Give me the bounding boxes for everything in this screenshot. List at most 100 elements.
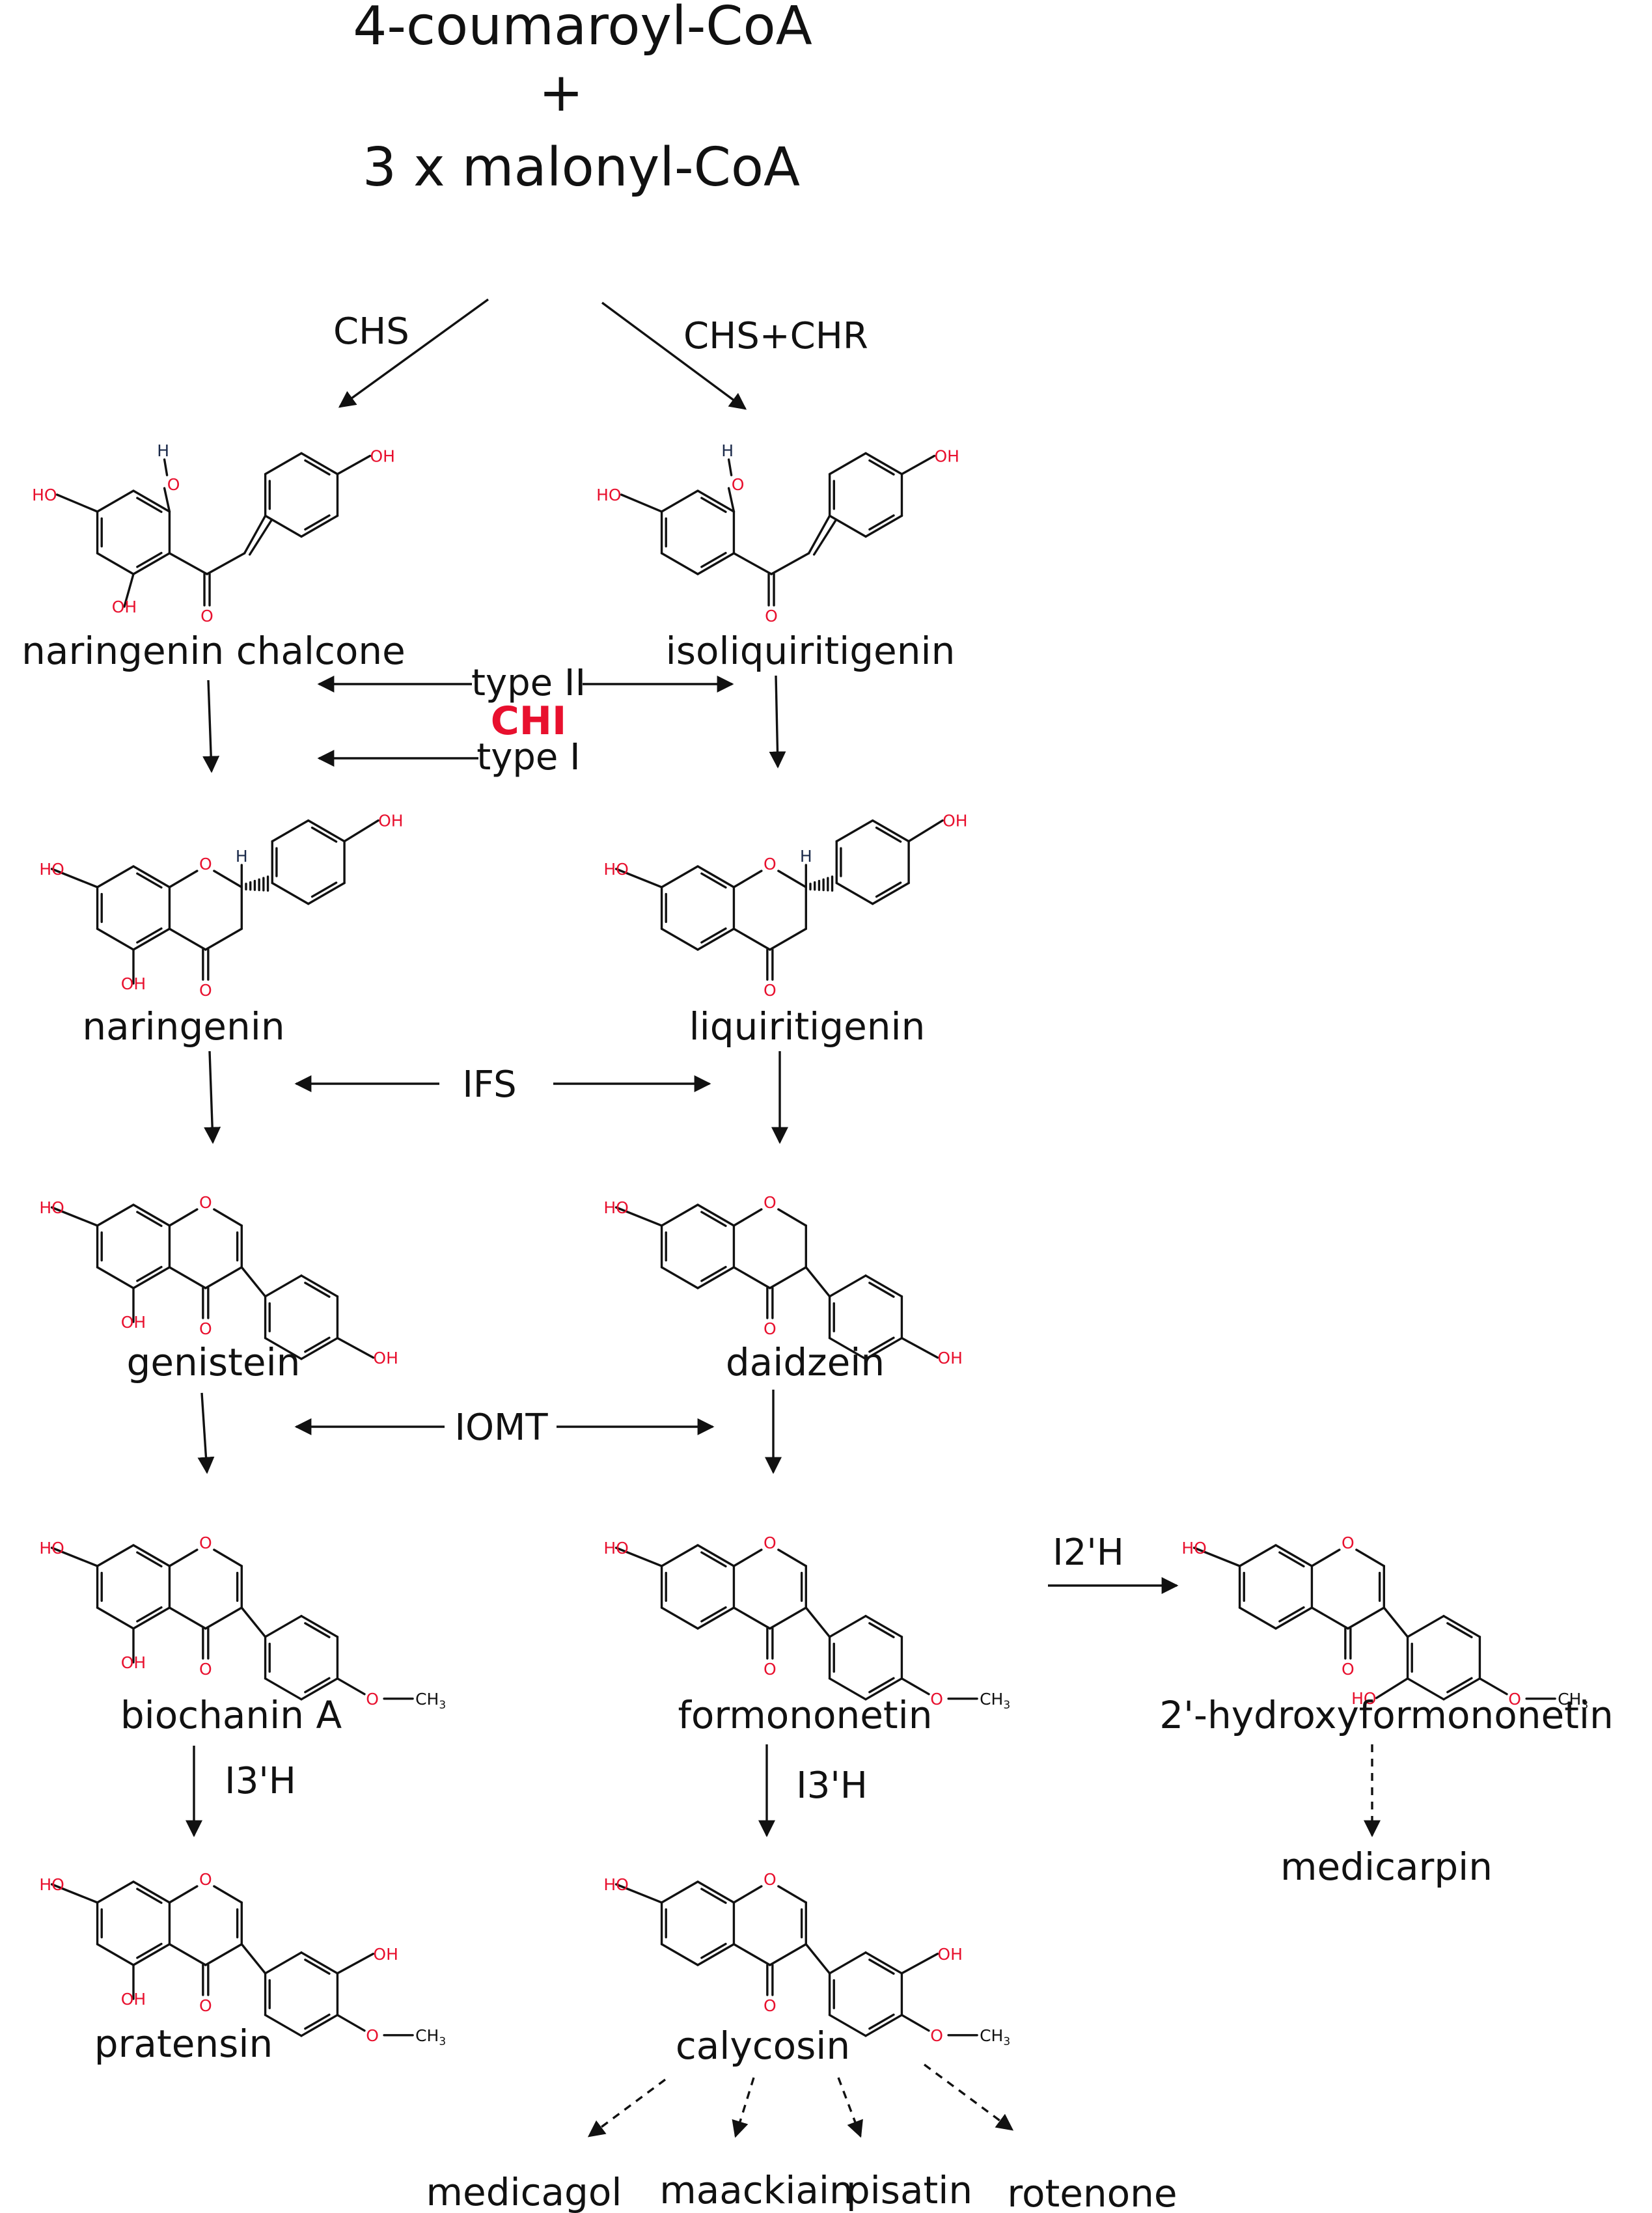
label-pratensin: pratensin (94, 2022, 273, 2066)
hydroxyl-6-group: OH (112, 598, 137, 616)
ring-bond (168, 870, 199, 888)
ring-bond (1406, 1615, 1445, 1638)
substituent-bond (620, 493, 663, 513)
double-bond (136, 551, 163, 568)
ring-bond (732, 1266, 771, 1289)
hydroxyl-4-prime-group: OH (370, 447, 394, 465)
hydroxyl-5-group: OH (121, 974, 146, 993)
ring-bond (864, 514, 903, 538)
ring-bond (828, 1677, 867, 1701)
ring-bond (168, 928, 207, 951)
ring-bond (132, 489, 171, 513)
ring-bond (96, 489, 135, 513)
ring-oxygen-atom: O (199, 855, 212, 873)
ring-bond (96, 1880, 135, 1904)
ring-bond (132, 1880, 171, 1904)
ring-bond (696, 552, 736, 575)
ring-bond (696, 1943, 736, 1966)
arrow-chs-chr (601, 301, 747, 410)
ring-bond (96, 1606, 135, 1630)
ring-bond (300, 1677, 339, 1701)
double-bond (304, 1622, 331, 1638)
ring-bond (732, 870, 763, 888)
ring-bond (660, 1203, 699, 1227)
ring-bond (307, 881, 346, 905)
ring-bond (264, 1337, 303, 1360)
substituent-bond (900, 2014, 930, 2032)
hydroxyl-7-group: HO (39, 860, 64, 879)
double-bond (700, 1942, 727, 1959)
methyl-group: CH3 (980, 2026, 1010, 2048)
substituent-bond (343, 819, 379, 843)
double-bond (868, 514, 895, 531)
dashed-arrow-to-pisatin (837, 2077, 863, 2138)
ring-bond (696, 1544, 736, 1567)
ring-bond (1274, 1606, 1314, 1630)
substituent-bond (1192, 1546, 1241, 1567)
ring-bond (696, 1880, 736, 1904)
carbonyl-oxygen-atom: O (199, 1319, 212, 1338)
ring-b-link-bond (805, 1266, 831, 1298)
ring-bond (1406, 1677, 1445, 1701)
chi-type-ii-label-backing (472, 663, 583, 703)
ring-bond (300, 1274, 339, 1298)
ring-bond (1238, 1606, 1277, 1630)
ring-bond (660, 1266, 699, 1289)
ring-b-link-bond (1383, 1606, 1409, 1638)
double-bond (304, 2013, 331, 2030)
methyl-group: CH3 (415, 1690, 446, 1712)
substrate-plus-sign: + (539, 62, 584, 124)
ring-bond (264, 1274, 303, 1298)
ring-bond (1274, 1544, 1314, 1567)
double-bond (304, 459, 331, 476)
ring-bond (300, 452, 339, 476)
carbonyl-oxygen-atom: O (764, 1996, 777, 2015)
ring-bond (1310, 1548, 1341, 1567)
methoxy-oxygen-atom: O (1508, 1690, 1521, 1709)
hydroxyl-5-group: OH (121, 1990, 146, 2009)
double-bond (136, 1942, 163, 1959)
enzyme-chs: CHS (333, 310, 409, 353)
ring-bond (96, 928, 135, 951)
ring-bond (864, 452, 903, 476)
ring-bond (300, 1615, 339, 1638)
ring-bond (264, 1615, 303, 1638)
double-bond (304, 1677, 331, 1694)
double-bond (1446, 1622, 1473, 1638)
hydroxyl-3-prime-group: OH (937, 1945, 962, 1964)
hydroxyl-4-prime-group: OH (373, 1349, 398, 1368)
ring-oxygen-atom: O (764, 1193, 777, 1212)
double-bond (1278, 1551, 1305, 1568)
substituent-bond (1478, 1677, 1508, 1696)
ring-bond (96, 1266, 135, 1289)
label-isoliquiritigenin: isoliquiritigenin (666, 629, 956, 673)
double-bond (1446, 1677, 1473, 1694)
substrate-malonyl-coa: 3 x malonyl-CoA (363, 137, 800, 199)
double-bond (868, 459, 895, 476)
label-2-hydroxyformononetin: 2'-hydroxyformononetin (1159, 1693, 1614, 1737)
carbonyl-oxygen-atom: O (764, 1319, 777, 1338)
substrate-coumaroyl-coa: 4-coumaroyl-CoA (353, 0, 812, 57)
ring-bond (132, 865, 171, 888)
double-bond (700, 1606, 727, 1623)
ring-bond (864, 1677, 903, 1701)
substituent-bond (614, 1206, 663, 1227)
hydroxyl-h-bond (727, 458, 733, 476)
hydroxyl-7-group: HO (39, 1539, 64, 1558)
chain-bond (732, 552, 773, 575)
ring-bond (168, 1943, 207, 1966)
label-calycosin: calycosin (676, 2024, 850, 2068)
ring-bond (835, 819, 874, 843)
dashed-arrow-to-medicagol (587, 2078, 667, 2137)
enzyme-chi-type-i: type I (476, 736, 580, 778)
label-biochanin-a: biochanin A (120, 1693, 342, 1737)
double-bond (875, 881, 902, 898)
carbonyl-oxygen-atom: O (199, 1996, 212, 2015)
hydroxyl-h-bond (163, 458, 169, 476)
hydroxyl-hydrogen-atom: H (721, 441, 734, 460)
ring-bond (732, 1548, 763, 1567)
